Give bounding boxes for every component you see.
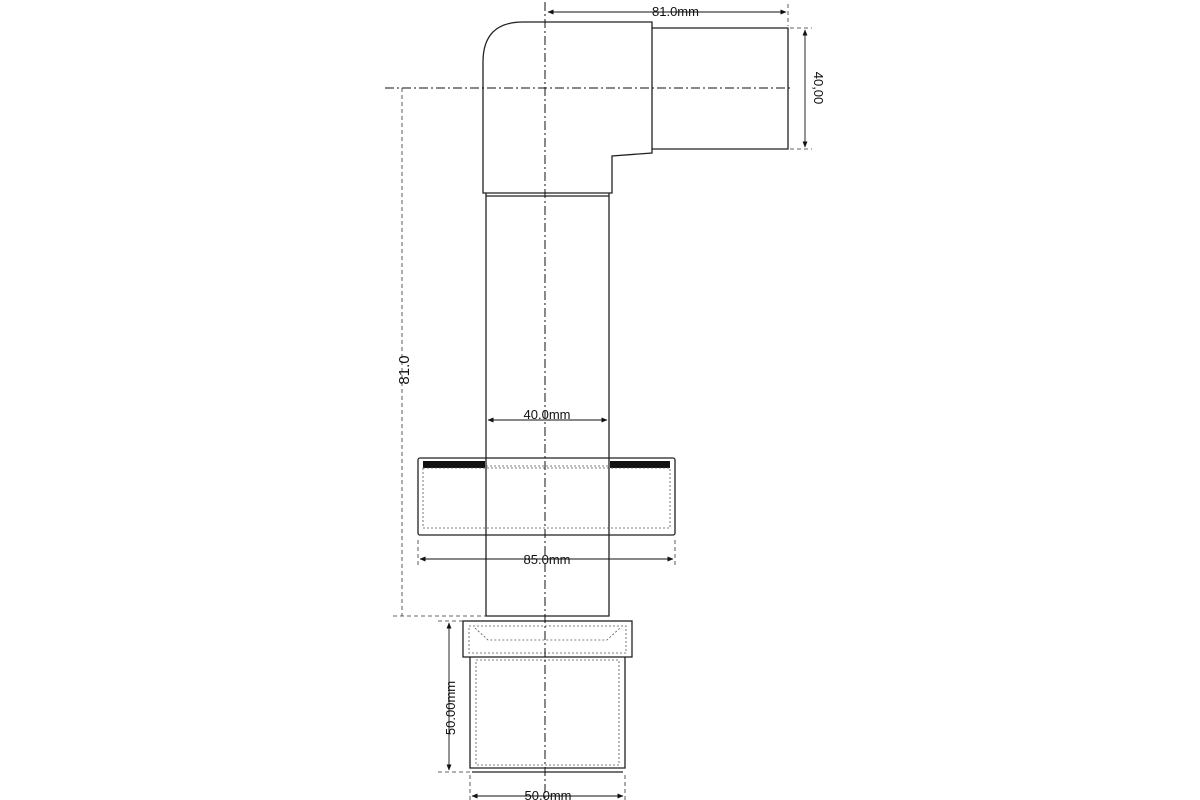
centerlines [385, 2, 790, 800]
dim-label-pipe-width: 40.0mm [524, 407, 571, 422]
vertical-pipe [485, 193, 610, 617]
dim-label-flange-width: 85.0mm [524, 552, 571, 567]
dimension-lines [419, 9, 808, 799]
dim-label-top-width: 81.0mm [652, 4, 699, 19]
seal-right [610, 461, 670, 468]
dim-label-coupling-width: 50.0mm [525, 788, 572, 800]
threaded-coupling [462, 620, 633, 773]
extension-lines [393, 4, 812, 800]
flange-plate [417, 457, 676, 536]
elbow-fitting [482, 21, 789, 197]
dim-label-left-height: 81.0 [396, 355, 413, 384]
dim-label-coupling-height: 50.00mm [443, 681, 458, 735]
seal-left [423, 461, 485, 468]
dim-label-right-height: 40,00 [811, 72, 826, 105]
